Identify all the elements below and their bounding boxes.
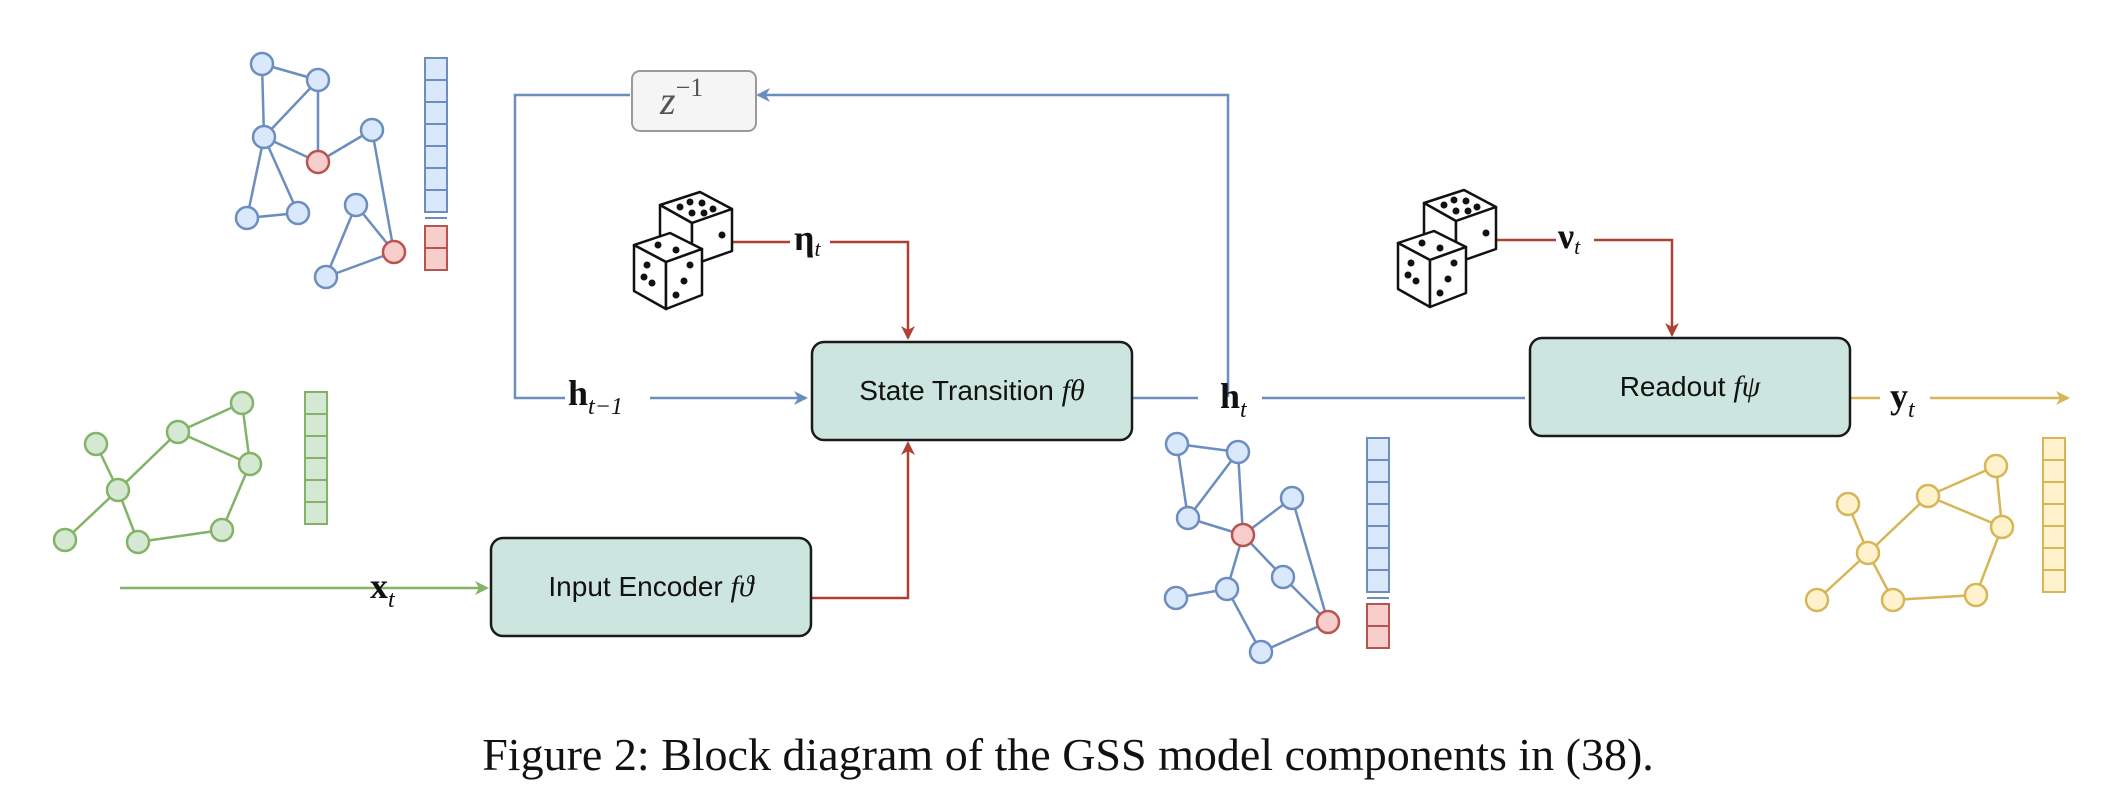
h-t-label: ht [1220, 376, 1248, 423]
prev-state-graph-icon [234, 51, 407, 290]
state-feedback-path [513, 88, 1525, 405]
input-encoder-label: Input Encoder [548, 571, 722, 602]
delay-block: z−1 [631, 70, 757, 132]
input-graph-icon [52, 390, 263, 555]
current-state-graph-icon [1163, 431, 1341, 665]
svg-text:z−1: z−1 [659, 73, 703, 123]
readout-label: Readout [1620, 371, 1726, 402]
eta-t-label: ηt [794, 218, 821, 261]
h-prev-label: ht−1 [568, 373, 623, 420]
nu-dice-icon [1396, 188, 1498, 309]
delay-exponent: −1 [676, 73, 704, 102]
state-transition-label: State Transition [859, 375, 1054, 406]
figure-caption: Figure 2: Block diagram of the GSS model… [482, 729, 1654, 780]
y-t-label: yt [1890, 376, 1916, 423]
nu-noise-path [1497, 238, 1679, 337]
eta-dice-icon [632, 190, 734, 311]
svg-text:Readout fψ: Readout fψ [1620, 370, 1762, 403]
readout-block: Readout fψ [1528, 336, 1852, 438]
nu-t-label: νt [1557, 216, 1581, 259]
state-transition-block: State Transition fθ [810, 340, 1134, 442]
svg-text:Input Encoder fϑ: Input Encoder fϑ [548, 570, 755, 603]
current-state-feature-vector-icon [1366, 437, 1390, 649]
input-feature-vector-icon [304, 391, 328, 525]
output-feature-vector-icon [2042, 437, 2066, 593]
x-t-label: xt [370, 566, 396, 613]
prev-state-feature-vector-icon [424, 57, 448, 271]
state-transition-function: fθ [1062, 374, 1085, 407]
eta-noise-path [732, 240, 915, 340]
delay-symbol: z [659, 78, 676, 123]
svg-text:State Transition fθ: State Transition fθ [859, 374, 1085, 407]
input-encoder-function: fϑ [731, 570, 756, 603]
encoder-to-transition-path [810, 441, 915, 600]
readout-function: fψ [1733, 370, 1761, 403]
output-graph-icon [1804, 453, 2015, 613]
input-encoder-block: Input Encoder fϑ [489, 536, 813, 638]
